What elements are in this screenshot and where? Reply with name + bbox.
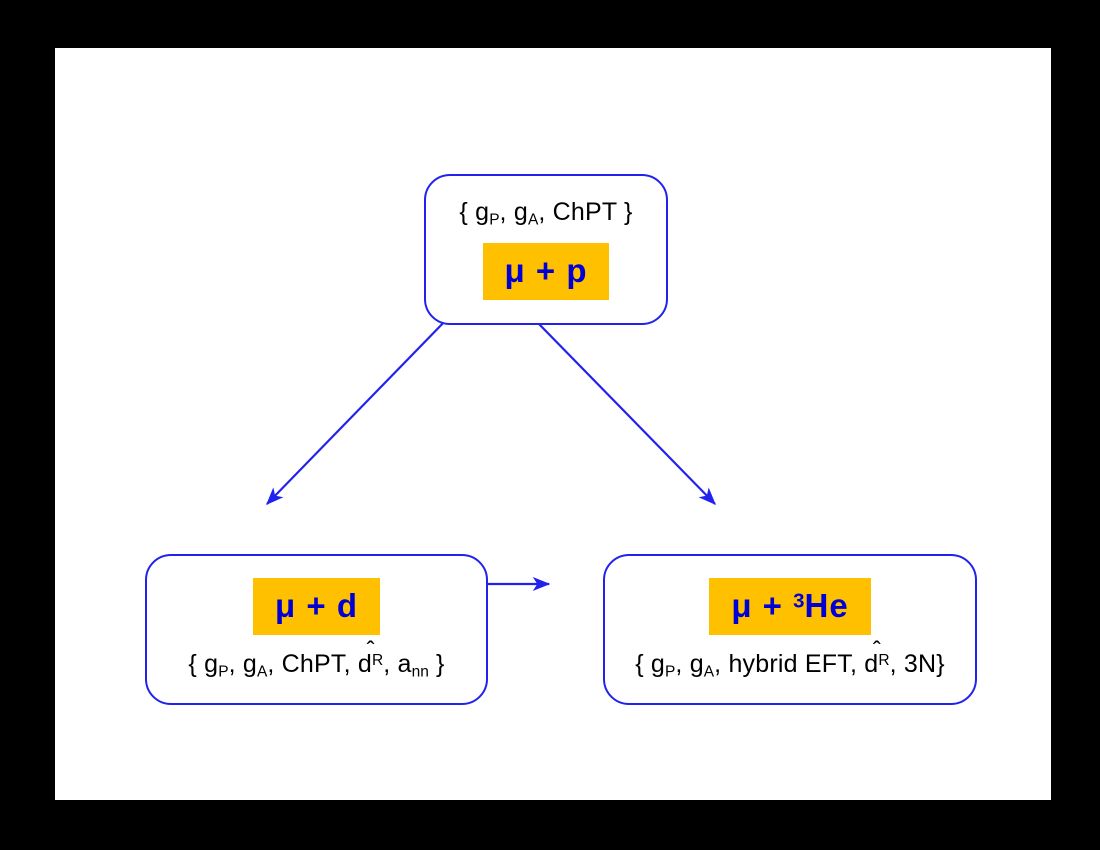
ingredient-d-hat-R: ̂dR (864, 636, 890, 679)
sep: , (889, 650, 897, 679)
ingredient-d-hat-R: ̂dR (357, 636, 384, 679)
node-mu-he3[interactable]: μ + 3He { gP, gA, hybrid EFT, ̂dR, 3N} (603, 554, 977, 705)
node-mu-p[interactable]: { gP, gA, ChPT } μ + p (424, 174, 668, 325)
brace-open: { (459, 198, 468, 227)
ingredient-g-P: gP (204, 650, 229, 681)
ingredient-g-P: gP (475, 198, 500, 229)
node-mu-d[interactable]: μ + d { gP, gA, ChPT, ̂dR, ann } (145, 554, 488, 705)
ingredient-3N: 3N (903, 650, 937, 679)
sep: , (499, 198, 507, 227)
ingredient-g-A: gA (242, 650, 268, 681)
node-mu-d-ingredients: { gP, gA, ChPT, ̂dR, ann } (188, 636, 445, 681)
brace-close: } (624, 198, 633, 227)
node-mu-he3-ingredients: { gP, gA, hybrid EFT, ̂dR, 3N} (635, 636, 945, 681)
title-lead: μ + (731, 587, 794, 625)
ingredient-g-A: gA (513, 198, 539, 229)
sep: , (849, 650, 858, 679)
ingredient-a-nn: ann (397, 650, 429, 681)
sep: , (714, 650, 722, 679)
ingredient-chpt: ChPT (281, 650, 344, 679)
sep: , (267, 650, 275, 679)
brace-open: { (635, 650, 644, 679)
brace-close: } (436, 650, 445, 679)
sep: , (538, 198, 546, 227)
sep: , (228, 650, 236, 679)
ingredient-chpt: ChPT (552, 198, 617, 227)
ingredient-chpt-hybrid: hybrid EFT (728, 650, 850, 679)
sep: , (343, 650, 351, 679)
node-mu-he3-title: μ + 3He (709, 578, 871, 636)
brace-open: { (188, 650, 197, 679)
title-element: He (804, 587, 849, 625)
ingredient-g-P: gP (650, 650, 676, 681)
brace-close: } (936, 650, 945, 679)
ingredient-hybrid-eft: g (689, 650, 704, 679)
node-mu-d-title: μ + d (253, 578, 380, 636)
title-mass-number: 3 (793, 589, 805, 613)
diagram-panel: mu+d --> mu+3He --> mu+3He --> { gP, gA,… (55, 48, 1051, 800)
sep: , (675, 650, 683, 679)
node-mu-p-ingredients: { gP, gA, ChPT } (459, 198, 633, 229)
node-mu-p-title: μ + p (482, 242, 610, 300)
sep: , (383, 650, 391, 679)
